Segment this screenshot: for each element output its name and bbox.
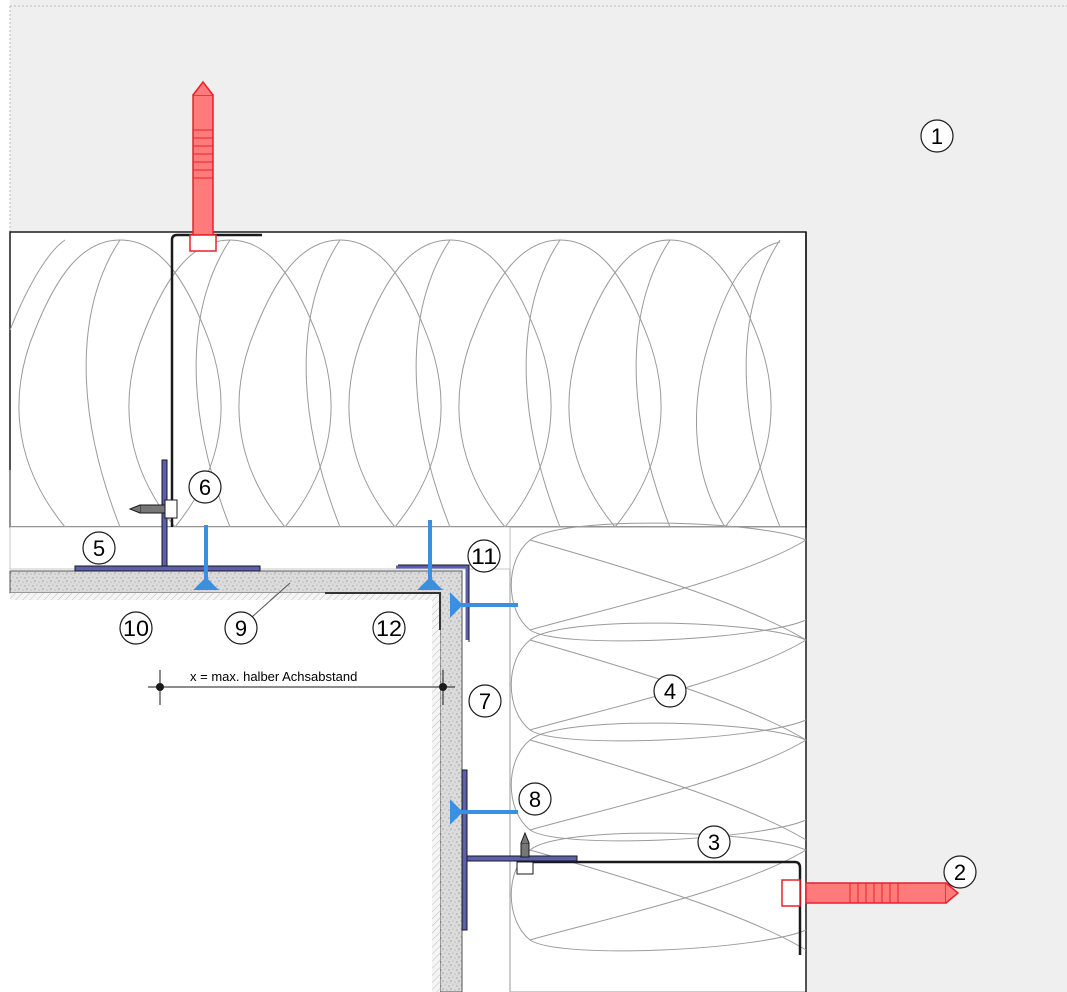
callout-8: 8 (518, 782, 552, 816)
self-drilling-screw-top (128, 499, 178, 519)
blue-screws (193, 520, 518, 825)
callout-10-label: 10 (123, 616, 149, 641)
self-drilling-screw-right (516, 831, 534, 875)
callout-6-label: 6 (199, 475, 211, 500)
callout-3: 3 (697, 825, 731, 859)
bracket-right (520, 860, 802, 955)
callout-4: 4 (653, 674, 687, 708)
insulation-right (509, 232, 807, 992)
callout-2-label: 2 (954, 860, 966, 885)
dimension-label: x = max. halber Achsabstand (190, 669, 357, 684)
callout-3-label: 3 (708, 830, 720, 855)
leader-9 (251, 582, 291, 618)
anchor-right (781, 879, 960, 907)
edge-trim (325, 592, 441, 630)
corner-profile (396, 565, 469, 640)
callout-7: 7 (468, 684, 502, 718)
anchor-top (189, 80, 217, 252)
callout-1-label: 1 (931, 124, 943, 149)
interior-area (10, 607, 432, 992)
callout-5-label: 5 (93, 536, 105, 561)
facade-panel (9, 570, 463, 992)
callout-11-label: 11 (471, 544, 497, 569)
callout-11: 11 (467, 539, 501, 573)
callout-12: 12 (372, 611, 406, 645)
callout-8-label: 8 (529, 787, 541, 812)
wall-substrate (10, 0, 1067, 992)
insulation-top (9, 231, 807, 528)
callout-9-label: 9 (235, 616, 247, 641)
callout-7-label: 7 (479, 689, 491, 714)
callout-4-label: 4 (664, 679, 676, 704)
callout-6: 6 (188, 470, 222, 504)
dimension-line: x = max. halber Achsabstand (148, 669, 455, 705)
callout-12-label: 12 (376, 616, 402, 641)
callout-9: 9 (224, 611, 258, 645)
corner-profile-outline (398, 564, 470, 642)
callout-10: 10 (119, 611, 153, 645)
callout-5: 5 (82, 531, 116, 565)
bracket-top (170, 233, 262, 527)
callout-2: 2 (943, 855, 977, 889)
callout-1: 1 (920, 119, 954, 153)
